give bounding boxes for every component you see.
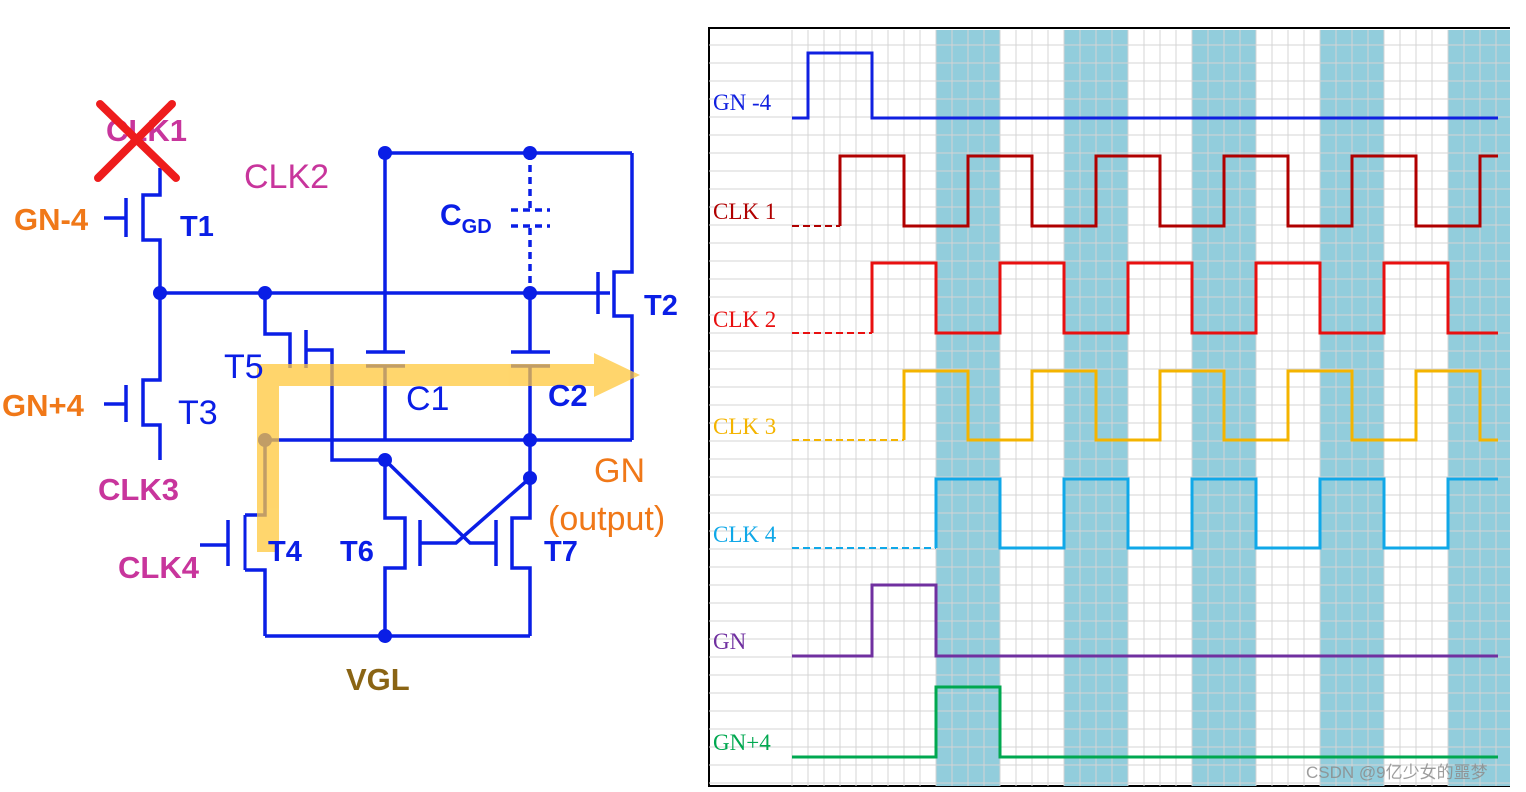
label-gn-4: GN+4 xyxy=(713,730,771,755)
cgd-label: CGD xyxy=(440,199,492,238)
t7-label: T7 xyxy=(544,536,578,568)
output-label: (output) xyxy=(548,500,665,538)
label-clk-1: CLK 1 xyxy=(713,199,776,224)
t2-label: T2 xyxy=(644,290,678,322)
signal-labels: GN -4 CLK 1 CLK 2 CLK 3 CLK 4 GN GN+4 xyxy=(713,90,777,755)
gn-minus4-label: GN-4 xyxy=(14,202,89,237)
clk4-label: CLK4 xyxy=(118,550,200,585)
label-clk-3: CLK 3 xyxy=(713,414,776,439)
c1-label: C1 xyxy=(406,380,449,418)
c2-label: C2 xyxy=(548,378,588,413)
label-gn-4: GN -4 xyxy=(713,90,772,115)
wave-clk-3 xyxy=(902,369,1498,442)
gn-output-label: GN xyxy=(594,452,645,490)
wave-clk-2 xyxy=(870,261,1498,335)
cgd-dashed-capacitor xyxy=(511,153,550,293)
disabled-cross-icon xyxy=(94,100,180,182)
t3-label: T3 xyxy=(178,394,218,432)
t4-label: T4 xyxy=(268,536,302,568)
label-clk-4: CLK 4 xyxy=(713,522,777,547)
discharge-path-arrow xyxy=(257,353,640,552)
clk2-label: CLK2 xyxy=(244,158,329,196)
wave-clk-4 xyxy=(934,477,1498,550)
t5-label: T5 xyxy=(224,348,264,386)
timing-diagram: GN -4 CLK 1 CLK 2 CLK 3 CLK 4 GN GN+4 CSDN @9亿… xyxy=(708,27,1510,787)
t1-label: T1 xyxy=(180,211,214,243)
gn-plus4-label: GN+4 xyxy=(2,388,85,423)
label-clk-2: CLK 2 xyxy=(713,307,776,332)
label-gn: GN xyxy=(713,629,747,654)
waveforms xyxy=(792,51,1498,759)
vgl-label: VGL xyxy=(346,662,410,697)
wave-gn-4 xyxy=(792,685,1498,759)
wave-gn-4 xyxy=(792,51,1498,120)
t6-label: T6 xyxy=(340,536,374,568)
wave-clk-1 xyxy=(838,154,1498,228)
clk3-label: CLK3 xyxy=(98,472,179,507)
watermark: CSDN @9亿少女的噩梦 xyxy=(1306,763,1488,782)
